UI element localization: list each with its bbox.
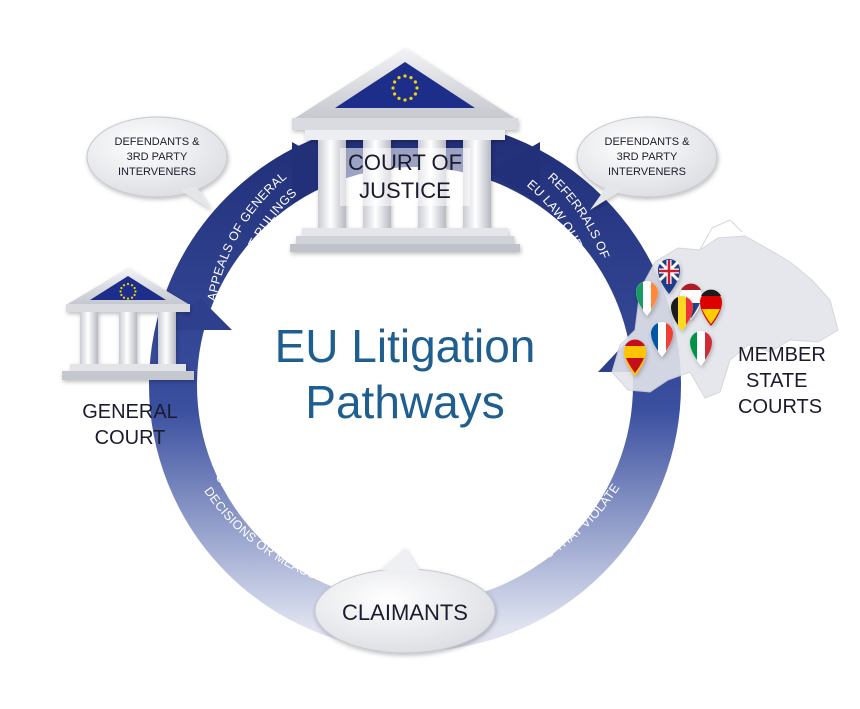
title-line-1: EU Litigation xyxy=(275,320,536,372)
bubble-right-line-1: DEFENDANTS & xyxy=(605,136,691,148)
member-state-courts-line-3: COURTS xyxy=(738,396,822,418)
general-court-line-1: GENERAL xyxy=(82,401,178,423)
flag-pins xyxy=(624,259,722,376)
court-of-justice-line-2: JUSTICE xyxy=(359,178,451,203)
general-court-label: GENERAL COURT xyxy=(82,401,178,449)
member-state-courts-label: MEMBER STATE COURTS xyxy=(738,344,826,418)
arrow-label-challenges-national-1: CHALLENGES OF NATIONAL xyxy=(0,0,615,568)
member-state-courts-line-2: STATE xyxy=(746,370,807,392)
bubble-left-line-1: DEFENDANTS & xyxy=(115,136,201,148)
bubble-right-line-2: 3RD PARTY xyxy=(617,151,678,163)
member-state-courts-line-1: MEMBER xyxy=(738,344,826,366)
bubble-left-line-3: INTERVENERS xyxy=(118,166,196,178)
court-of-justice-label: COURT OF JUSTICE xyxy=(340,148,470,206)
belgium-flag-icon xyxy=(671,296,693,331)
eu-stars-icon xyxy=(391,74,419,102)
general-court-building-icon xyxy=(62,268,194,380)
bubble-right-line-3: INTERVENERS xyxy=(608,166,686,178)
general-court-line-2: COURT xyxy=(95,427,166,449)
claimants-label: CLAIMANTS xyxy=(342,600,468,625)
diagram-title: EU Litigation Pathways xyxy=(275,320,536,428)
eu-pediment-panel xyxy=(335,62,475,108)
ireland-flag-icon xyxy=(636,281,658,316)
defendants-bubble-right: DEFENDANTS & 3RD PARTY INTERVENERS xyxy=(576,116,718,210)
claimants-bubble: CLAIMANTS xyxy=(314,548,496,654)
court-of-justice-building-icon xyxy=(290,48,520,252)
spain-flag-icon xyxy=(624,339,646,376)
france-flag-icon xyxy=(651,322,673,357)
bubble-left-line-2: 3RD PARTY xyxy=(127,151,188,163)
germany-flag-icon xyxy=(700,289,722,326)
court-of-justice-line-1: COURT OF xyxy=(348,150,462,175)
defendants-bubble-left: DEFENDANTS & 3RD PARTY INTERVENERS xyxy=(86,116,228,210)
eu-stars-small-icon xyxy=(119,282,137,300)
title-line-2: Pathways xyxy=(305,376,504,428)
arrowhead-to-court-of-justice-right xyxy=(488,142,540,204)
italy-flag-icon xyxy=(689,330,712,366)
uk-flag-icon xyxy=(658,259,680,294)
arrowhead-to-general-court xyxy=(168,298,232,330)
